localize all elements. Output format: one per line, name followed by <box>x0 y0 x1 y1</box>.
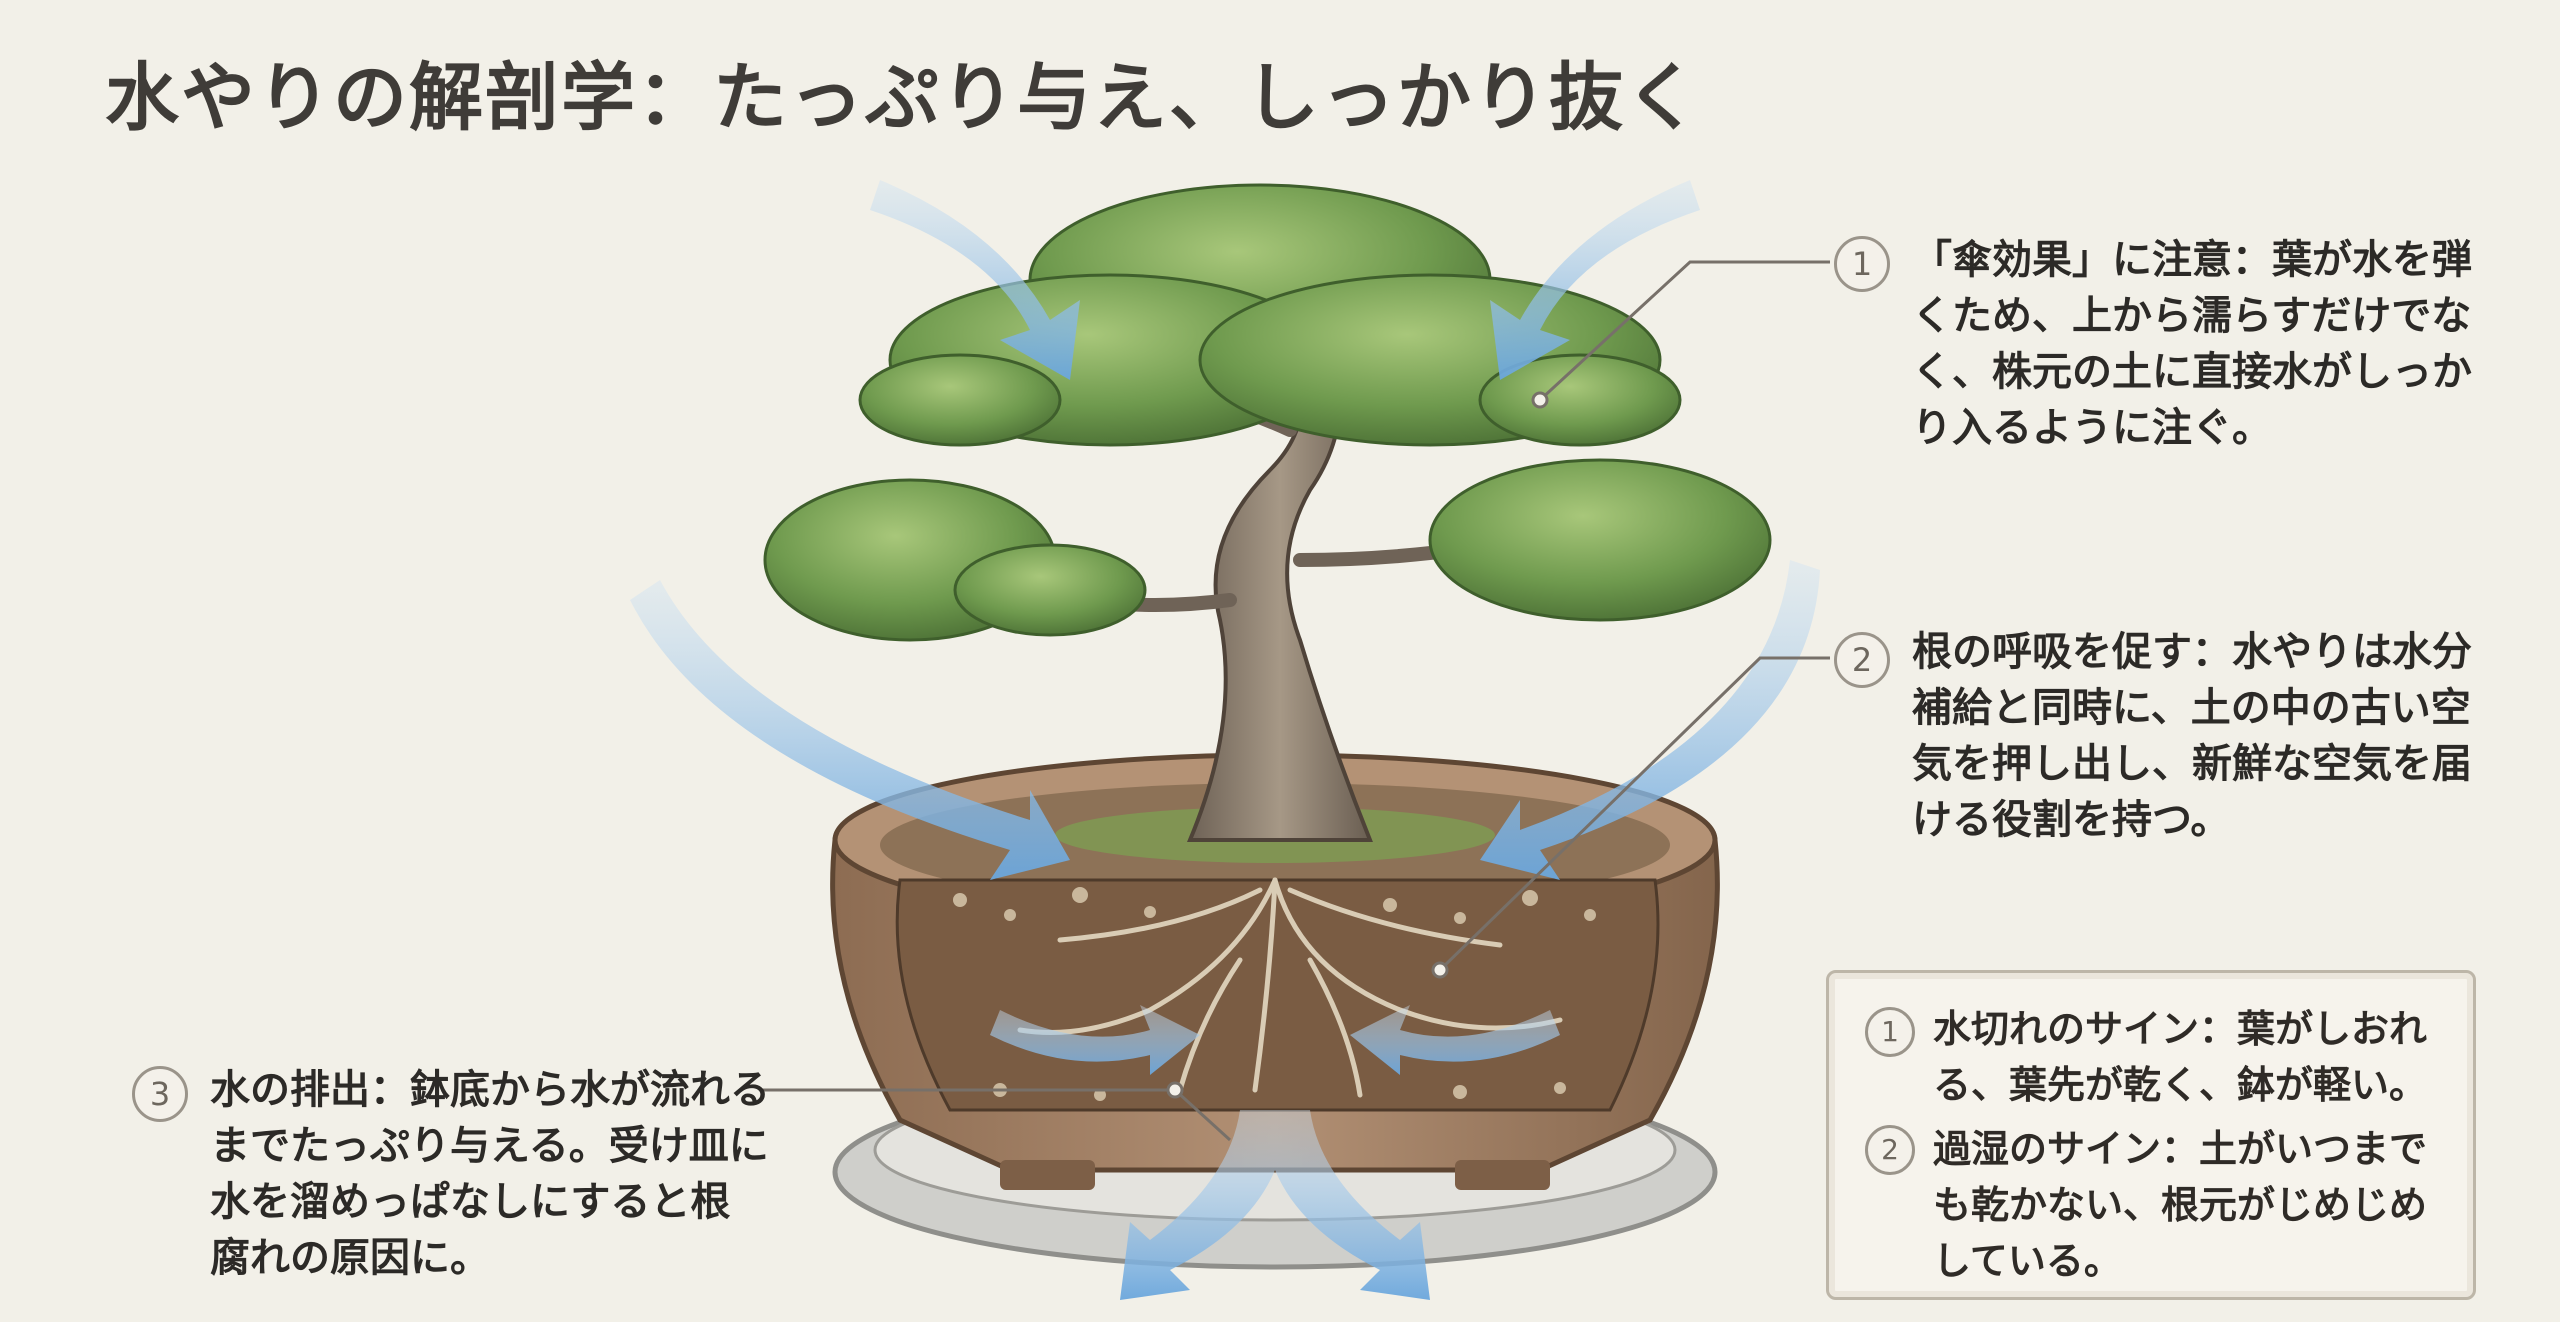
sign-1-text: 水切れのサイン：葉がしおれる、葉先が乾く、鉢が軽い。 <box>1933 1007 2428 1107</box>
callout-1-number: 1 <box>1834 236 1890 292</box>
callout-3-text: 水の排出：鉢底から水が流れるまでたっぷり与える。受け皿に水を溜めっぱなしにすると… <box>210 1067 770 1281</box>
page-title: 水やりの解剖学：たっぷり与え、しっかり抜く <box>105 55 1701 141</box>
sign-2-text: 過湿のサイン：土がいつまでも乾かない、根元がじめじめしている。 <box>1933 1127 2428 1283</box>
callout-2-text: 根の呼吸を促す：水やりは水分補給と同時に、土の中の古い空気を押し出し、新鮮な空気… <box>1912 629 2472 843</box>
sign-1-number: 1 <box>1865 1007 1915 1057</box>
trunk <box>1187 378 1373 842</box>
signs-box: 1 水切れのサイン：葉がしおれる、葉先が乾く、鉢が軽い。 2 過湿のサイン：土が… <box>1826 970 2476 1300</box>
sign-2-number: 2 <box>1865 1125 1915 1175</box>
leader-lines <box>760 260 1830 1142</box>
foliage <box>763 183 1772 642</box>
callout-3-number: 3 <box>132 1066 188 1122</box>
water-arrows <box>630 180 1820 1300</box>
callout-2-number: 2 <box>1834 632 1890 688</box>
callout-1-text: 「傘効果」に注意：葉が水を弾くため、上から濡らすだけでなく、株元の土に直接水がし… <box>1912 237 2472 451</box>
